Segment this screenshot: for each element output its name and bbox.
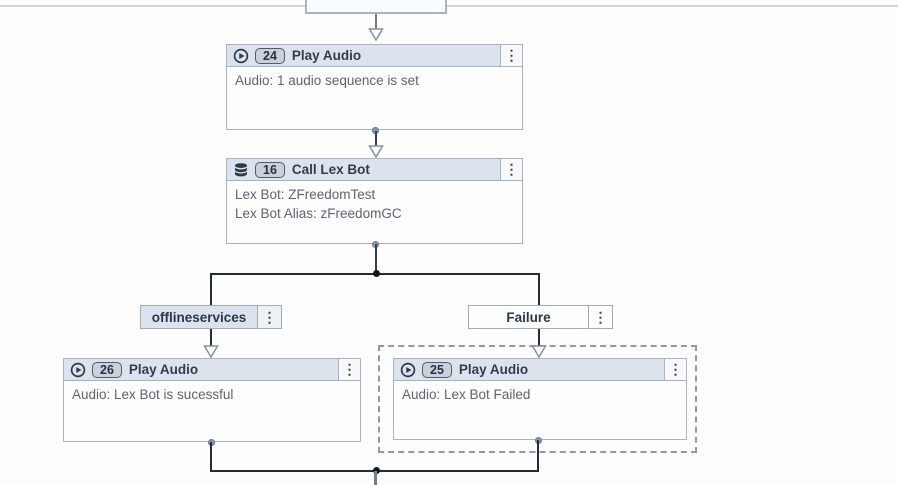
branch-label-text: Failure [506, 309, 551, 325]
node-play-audio-26[interactable]: 26 Play Audio ⋮ Audio: Lex Bot is sucess… [63, 358, 361, 442]
connector-line [374, 14, 377, 29]
node-body-line: Audio: Lex Bot is sucessful [72, 387, 234, 402]
kebab-menu-button[interactable]: ⋮ [500, 45, 522, 66]
node-id-badge: 16 [255, 161, 285, 178]
node-id-badge: 24 [255, 47, 285, 64]
kebab-menu-button[interactable]: ⋮ [257, 306, 281, 328]
node-header: 26 Play Audio ⋮ [64, 359, 360, 381]
kebab-menu-button[interactable]: ⋮ [588, 306, 612, 328]
kebab-menu-button[interactable]: ⋮ [500, 159, 522, 180]
node-title: Call Lex Bot [291, 162, 370, 177]
branch-label-failure[interactable]: Failure ⋮ [468, 305, 613, 329]
node-title: Play Audio [458, 362, 529, 377]
connector-line [538, 329, 540, 347]
connector-line [373, 471, 377, 485]
node-play-audio-24[interactable]: 24 Play Audio ⋮ Audio: 1 audio sequence … [226, 44, 523, 130]
junction-dot [372, 270, 380, 277]
node-id-badge: 25 [422, 361, 452, 378]
node-partial-top[interactable] [305, 0, 447, 14]
node-header: 24 Play Audio ⋮ [227, 45, 522, 67]
connector-line [210, 274, 212, 305]
connector-line [537, 440, 539, 471]
kebab-menu-button[interactable]: ⋮ [338, 359, 360, 380]
node-call-lex-bot-16[interactable]: 16 Call Lex Bot ⋮ Lex Bot: ZFreedomTest … [226, 158, 523, 244]
junction-dot [372, 467, 380, 474]
branch-label-offlineservices[interactable]: offlineservices ⋮ [140, 305, 282, 329]
play-circle-icon [400, 362, 416, 378]
connector-line [375, 244, 377, 273]
connector-line [375, 131, 377, 147]
connector-line [210, 442, 212, 471]
arrowhead-icon [368, 28, 384, 41]
node-body: Audio: Lex Bot is sucessful [64, 381, 360, 408]
play-circle-icon [70, 362, 86, 378]
branch-label-text: offlineservices [151, 309, 247, 325]
arrowhead-icon [531, 345, 547, 358]
node-body-line: Lex Bot: ZFreedomTest [235, 187, 376, 202]
arrowhead-icon [368, 145, 384, 158]
node-body: Audio: Lex Bot Failed [394, 381, 686, 408]
node-body-line: Audio: Lex Bot Failed [402, 387, 531, 402]
node-id-badge: 26 [92, 361, 122, 378]
play-circle-icon [233, 48, 249, 64]
node-body: Lex Bot: ZFreedomTest Lex Bot Alias: zFr… [227, 181, 522, 227]
node-play-audio-25[interactable]: 25 Play Audio ⋮ Audio: Lex Bot Failed [393, 358, 687, 440]
arrowhead-icon [203, 345, 219, 358]
node-body-line: Lex Bot Alias: zFreedomGC [235, 206, 402, 221]
node-title: Play Audio [128, 362, 199, 377]
node-title: Play Audio [291, 48, 362, 63]
database-icon [233, 162, 249, 178]
node-header: 25 Play Audio ⋮ [394, 359, 686, 381]
top-divider [0, 5, 898, 7]
kebab-menu-button[interactable]: ⋮ [664, 359, 686, 380]
node-body-line: Audio: 1 audio sequence is set [235, 73, 419, 88]
node-header: 16 Call Lex Bot ⋮ [227, 159, 522, 181]
connector-line [210, 329, 212, 348]
node-body: Audio: 1 audio sequence is set [227, 67, 522, 94]
connector-line [538, 274, 540, 305]
